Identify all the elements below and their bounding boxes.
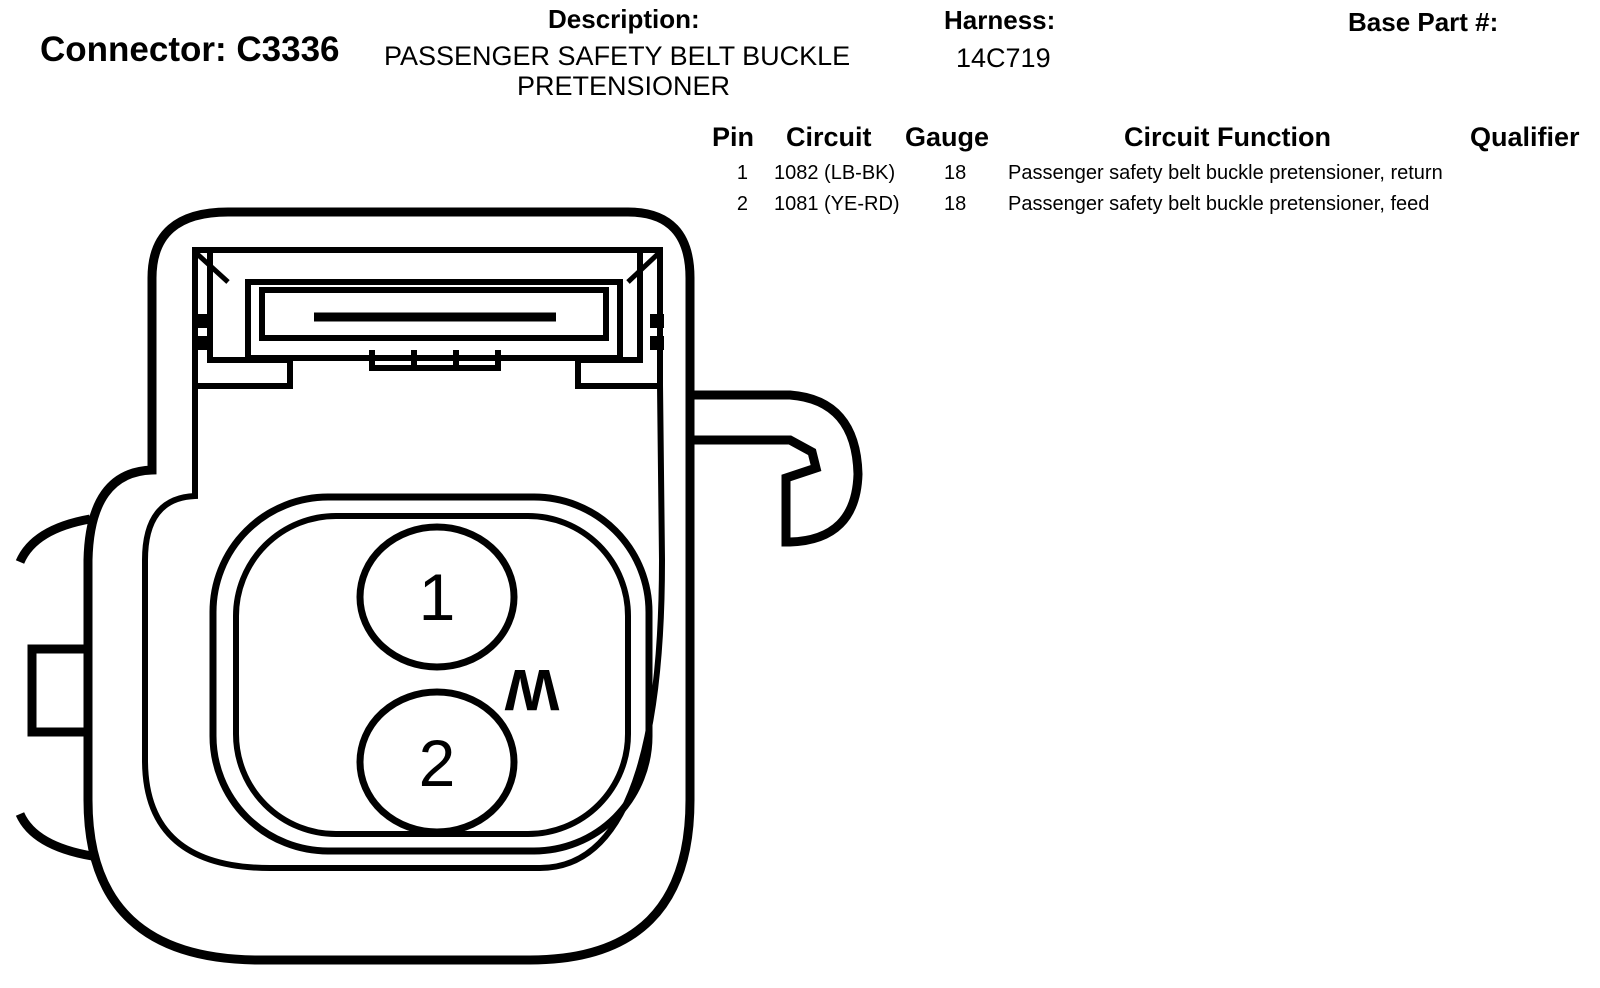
row2-gauge: 18	[944, 193, 967, 215]
connector-title: Connector: C3336	[40, 30, 340, 69]
left-latch	[15, 514, 93, 861]
row1-circuit: 1082 (LB-BK)	[774, 162, 896, 184]
pin-cavity-outer	[209, 493, 653, 855]
key-mark: W	[504, 657, 559, 722]
row2-function: Passenger safety belt buckle pretensione…	[1008, 193, 1430, 215]
pin-column-header: Pin	[712, 122, 755, 152]
mounting-ear	[690, 390, 863, 547]
circuit-column-header: Circuit	[786, 122, 872, 152]
row2-pin: 2	[736, 193, 748, 215]
pin-1-cavity	[356, 523, 518, 671]
row1-pin: 1	[736, 162, 748, 184]
pin-2-label: 2	[419, 726, 456, 800]
row1-function: Passenger safety belt buckle pretensione…	[1008, 162, 1443, 184]
description-line-1: PASSENGER SAFETY BELT BUCKLE	[384, 41, 851, 71]
pin-2-cavity	[356, 688, 518, 836]
description-label: Description:	[548, 4, 700, 34]
harness-label: Harness:	[944, 5, 1056, 35]
gauge-column-header: Gauge	[905, 122, 990, 152]
top-latch	[193, 250, 664, 389]
qualifier-column-header: Qualifier	[1470, 122, 1580, 152]
circuit-function-column-header: Circuit Function	[1124, 122, 1331, 152]
pin-1-label: 1	[419, 560, 456, 634]
row1-gauge: 18	[944, 162, 967, 184]
row2-circuit: 1081 (YE-RD)	[774, 193, 900, 215]
outer-housing	[83, 207, 695, 965]
base-part-label: Base Part #:	[1348, 7, 1499, 37]
description-line-2: PRETENSIONER	[517, 71, 731, 101]
harness-value: 14C719	[956, 43, 1051, 73]
